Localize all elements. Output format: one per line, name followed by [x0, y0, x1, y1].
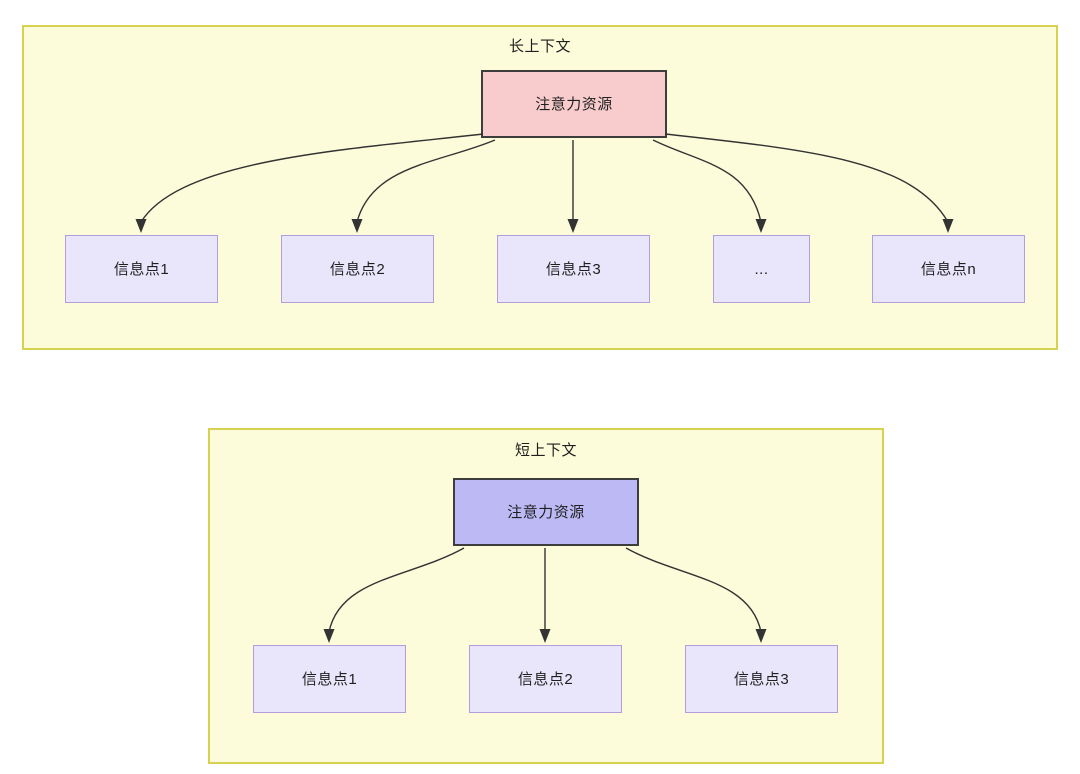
short-info-node-2[interactable]: 信息点2 — [469, 645, 622, 713]
long-info-node-3[interactable]: 信息点3 — [497, 235, 650, 303]
short-attention-resource-label: 注意力资源 — [507, 503, 585, 521]
short-info-node-1-label: 信息点1 — [301, 670, 358, 688]
long-info-node-2-label: 信息点2 — [329, 260, 386, 278]
long-attention-resource-node[interactable]: 注意力资源 — [481, 70, 667, 138]
long-info-node-3-label: 信息点3 — [545, 260, 602, 278]
long-context-title: 长上下文 — [508, 38, 571, 55]
long-info-node-n-label: 信息点n — [920, 260, 977, 278]
long-attention-resource-label: 注意力资源 — [535, 95, 613, 113]
long-info-node-ellipsis[interactable]: ... — [713, 235, 810, 303]
long-info-node-2[interactable]: 信息点2 — [281, 235, 434, 303]
long-info-node-1[interactable]: 信息点1 — [65, 235, 218, 303]
short-info-node-1[interactable]: 信息点1 — [253, 645, 406, 713]
short-info-node-3-label: 信息点3 — [733, 670, 790, 688]
short-context-title: 短上下文 — [514, 442, 577, 459]
short-info-node-3[interactable]: 信息点3 — [685, 645, 838, 713]
short-info-node-2-label: 信息点2 — [517, 670, 574, 688]
long-info-node-ellipsis-label: ... — [754, 260, 769, 278]
long-info-node-n[interactable]: 信息点n — [872, 235, 1025, 303]
short-attention-resource-node[interactable]: 注意力资源 — [453, 478, 639, 546]
long-info-node-1-label: 信息点1 — [113, 260, 170, 278]
